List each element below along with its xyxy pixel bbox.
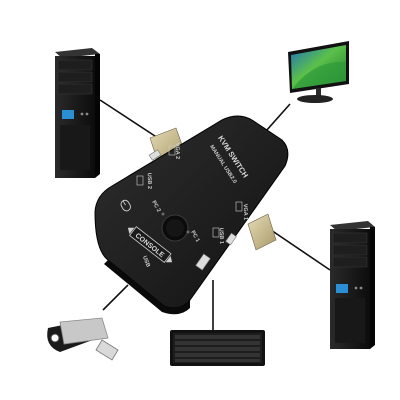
console-label-box: [129, 226, 172, 264]
port-icon-box: [136, 175, 144, 186]
line-pc1: [267, 227, 331, 271]
port-icon-box: [212, 227, 220, 238]
pc1-led: [186, 230, 190, 234]
pc2-led: [161, 212, 165, 216]
console-usb-port: [195, 253, 211, 271]
usb1-port: [225, 232, 237, 246]
pc2-label: PC 2: [150, 200, 161, 214]
usb-flash-drive-icon: [47, 317, 119, 361]
port-icon-box: [168, 145, 176, 156]
vga-port-1: [247, 213, 277, 251]
line-usb-drive: [102, 284, 129, 311]
desktop-tower-icon: [330, 221, 375, 349]
monitor-icon: [288, 41, 349, 103]
mouse-icon: [120, 199, 131, 212]
pc-select-button[interactable]: [161, 214, 189, 242]
pc1-label: PC 1: [189, 230, 200, 244]
usb-label: USB: [141, 255, 151, 268]
vga2-label: VGA 2: [174, 143, 181, 160]
usb1-label: USB 1: [218, 228, 225, 244]
desktop-tower-icon: [55, 48, 100, 178]
keyboard-icon: [170, 330, 265, 366]
port-icon-box: [235, 201, 243, 212]
line-pc2: [99, 99, 159, 139]
usb2-port: [148, 149, 162, 161]
usb2-label: USB 2: [146, 173, 153, 189]
kvm-switch-unit: [94, 115, 289, 315]
vga1-label: VGA 1: [242, 204, 249, 221]
